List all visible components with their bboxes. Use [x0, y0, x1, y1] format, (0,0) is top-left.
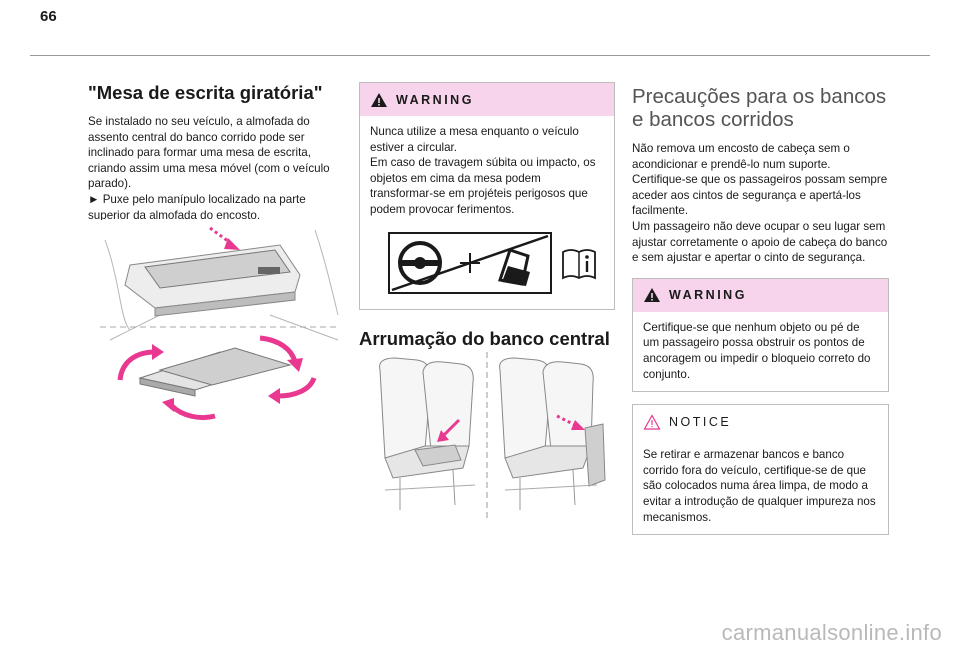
column-precautions: Precauções para os bancos e bancos corri…	[632, 82, 889, 536]
precautions-text: Não remova um encosto de cabeça sem o ac…	[632, 142, 888, 265]
column-storage: WARNING Nunca utilize a mesa enquanto o …	[359, 82, 615, 360]
table-folded-view	[124, 244, 301, 317]
warning-label: WARNING	[669, 288, 747, 303]
warning-body: Nunca utilize a mesa enquanto o veículo …	[360, 116, 614, 309]
seat-storage-illustration	[379, 352, 606, 520]
warning-box-table: WARNING Nunca utilize a mesa enquanto o …	[359, 82, 615, 310]
writing-table-title: "Mesa de escrita giratória"	[88, 82, 323, 103]
warning-triangle-icon	[371, 92, 387, 107]
airbag-steering-icon	[388, 231, 552, 294]
notice-body: Se retirar e armazenar bancos e banco co…	[633, 439, 888, 534]
notice-triangle-icon	[643, 413, 661, 430]
writing-table-text: Se instalado no seu veículo, a almofada …	[88, 115, 330, 222]
notice-text: Se retirar e armazenar bancos e banco co…	[643, 448, 876, 524]
warning-body: Certifique-se que nenhum objeto ou pé de…	[633, 312, 888, 391]
precautions-title: Precauções para os bancos e bancos corri…	[632, 85, 887, 131]
watermark: carmanualsonline.info	[721, 620, 942, 645]
notice-label: NOTICE	[669, 414, 732, 429]
notice-box: NOTICE Se retirar e armazenar bancos e b…	[632, 404, 889, 536]
warning-header: WARNING	[360, 83, 614, 116]
table-rotation-view	[138, 347, 292, 397]
warning-label: WARNING	[396, 92, 474, 107]
seat-right-view	[499, 357, 606, 510]
column-writing-table: "Mesa de escrita giratória" Se instalado…	[88, 82, 340, 223]
airbag-pictogram	[388, 231, 604, 294]
warning-triangle-icon	[644, 288, 660, 303]
manual-book-icon	[562, 248, 596, 280]
writing-table-illustration	[100, 220, 340, 435]
notice-header: NOTICE	[633, 405, 888, 440]
warning-box-anchorage: WARNING Certifique-se que nenhum objeto …	[632, 277, 889, 393]
warning-text: Certifique-se que nenhum objeto ou pé de…	[643, 320, 871, 381]
warning-text: Nunca utilize a mesa enquanto o veículo …	[370, 125, 596, 216]
seat-left-view	[379, 357, 476, 510]
warning-header: WARNING	[633, 278, 888, 312]
storage-title: Arrumação do banco central	[359, 327, 610, 349]
page-number: 66	[40, 8, 57, 25]
header-divider	[30, 55, 930, 56]
